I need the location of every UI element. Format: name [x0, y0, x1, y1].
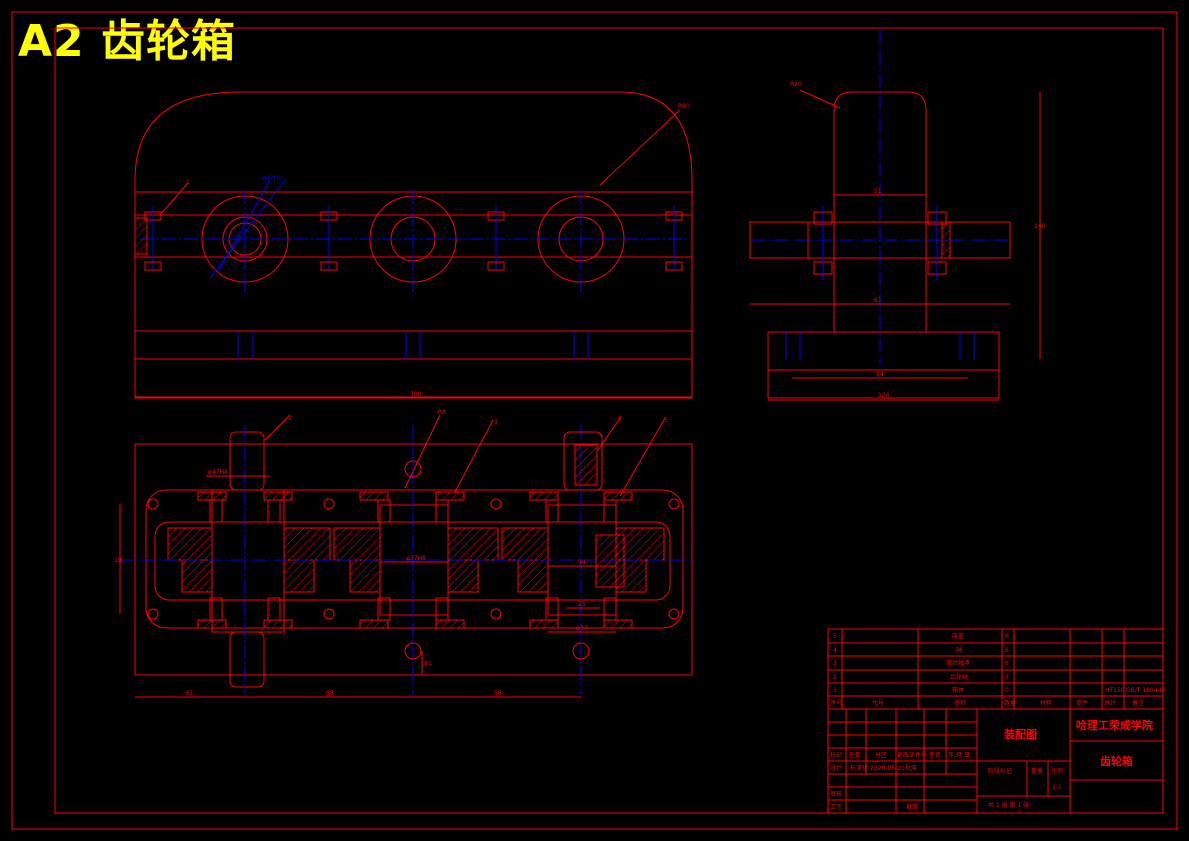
top-view: 2 3 4 5 R8 φ47H8 φ37H8 φ37 25 94 10 81: [114, 409, 693, 698]
dim-58b: 58: [494, 690, 502, 697]
tb-design: 设计: [830, 764, 842, 772]
dim-81: 81: [424, 660, 432, 667]
dim-r80: R80: [678, 103, 690, 110]
pl-no-5: 5: [833, 633, 837, 640]
tb-change-no: 更改文件号: [897, 751, 927, 759]
pl-remark-1: GB/T 1804-M: [1126, 687, 1165, 694]
tb-sheet-info: 共 1 张 第 1 张: [988, 801, 1029, 809]
pl-no-4: 4: [833, 647, 837, 654]
dim-phi37: φ37H8: [406, 555, 426, 562]
tb-scale: 1:1: [1052, 784, 1062, 791]
pl-qty-5: 6: [1005, 633, 1009, 640]
pl-h-code: 代号: [872, 699, 884, 707]
pl-h-qty: 数量: [1004, 699, 1016, 707]
tb-ratio: 比例: [1051, 767, 1063, 775]
dim-124: 124: [878, 392, 890, 399]
pl-no-2: 2: [833, 674, 837, 681]
side-view: R20 51 61 146 94 124: [749, 30, 1046, 401]
pl-h-single: 单件: [1076, 699, 1088, 707]
tb-process: 工艺: [830, 803, 842, 811]
pl-h-no: 序号: [830, 699, 842, 707]
dim-25: 25: [578, 601, 586, 608]
tb-approve-2: 批准: [906, 803, 918, 811]
parts-list: 5 端盖 6 4 轴 6 3 滚动轴承 6 2 齿轮轴 3 1 箱体 0 HT1…: [827, 628, 1165, 710]
tb-stage: 阶段标记: [988, 767, 1012, 775]
callout-2: 2: [288, 415, 292, 422]
pl-h-total: 总计: [1104, 699, 1116, 707]
callout-5: 5: [664, 417, 668, 424]
dim-61: 61: [186, 690, 194, 697]
outer-border: [11, 11, 1178, 830]
tb-drawing-name: 装配图: [1003, 727, 1037, 741]
tb-zone: 分区: [875, 751, 887, 759]
tb-school: 哈理工荣成学院: [1076, 718, 1153, 732]
inner-border: [54, 27, 1164, 814]
tb-mark: 标记: [830, 751, 842, 759]
pl-name-5: 端盖: [952, 632, 964, 640]
tb-weight: 重量: [1031, 767, 1043, 775]
pl-qty-3: 6: [1005, 660, 1009, 667]
tb-approve: 批准: [905, 764, 917, 772]
tb-sign: 签名: [929, 751, 941, 759]
callout-3: 3: [494, 419, 498, 426]
pl-material-1: HT150: [1105, 687, 1125, 694]
flange-bolts: [144, 205, 683, 271]
dim-94: 94: [876, 371, 884, 378]
pl-name-2: 齿轮轴: [950, 673, 968, 681]
drawing-title: A2 齿轮箱: [18, 16, 236, 67]
pl-qty-4: 6: [1005, 647, 1009, 654]
title-block: 标记 处数 分区 更改文件号 签名 年.月.日 设计 标准化 2020-05-2…: [827, 708, 1164, 814]
pl-qty-2: 3: [1005, 674, 1009, 681]
front-view: 1 R80 φ47H8 300: [134, 91, 693, 399]
pl-qty-1: 0: [1005, 687, 1009, 694]
dim-r20: R20: [790, 81, 802, 88]
dim-phi47: φ47H8: [208, 469, 228, 476]
pl-h-material: 材料: [1040, 699, 1052, 707]
dim-94b: 94: [578, 559, 586, 566]
dim-r8: R8: [438, 409, 446, 416]
input-shaft: [211, 425, 285, 695]
dim-phi37b: φ37: [576, 625, 588, 632]
dim-10: 10: [114, 557, 122, 564]
pl-name-4: 轴: [956, 646, 962, 654]
pl-h-remark: 备注: [1132, 699, 1144, 707]
dim-146: 146: [1034, 223, 1046, 230]
tb-date: 年.月.日: [948, 751, 970, 759]
dim-58: 58: [326, 690, 334, 697]
pl-name-3: 滚动轴承: [946, 659, 970, 667]
tb-std: 标准化: [850, 764, 868, 772]
tb-check: 审核: [830, 790, 842, 798]
pl-no-1: 1: [833, 687, 837, 694]
dim-300: 300: [410, 391, 422, 398]
callout-1: 1: [186, 179, 190, 186]
pl-name-1: 箱体: [952, 686, 964, 694]
pl-h-name: 名称: [954, 699, 966, 707]
callout-4: 4: [618, 415, 622, 422]
pl-no-3: 3: [833, 660, 837, 667]
dim-side-61: 61: [874, 297, 882, 304]
dim-51: 51: [874, 188, 882, 195]
dim-bore-labels: φ47H8: [262, 175, 282, 182]
tb-date-val: 2020-05-20: [870, 765, 905, 772]
tb-count: 处数: [849, 751, 861, 759]
tb-part-name: 齿轮箱: [1100, 754, 1133, 768]
